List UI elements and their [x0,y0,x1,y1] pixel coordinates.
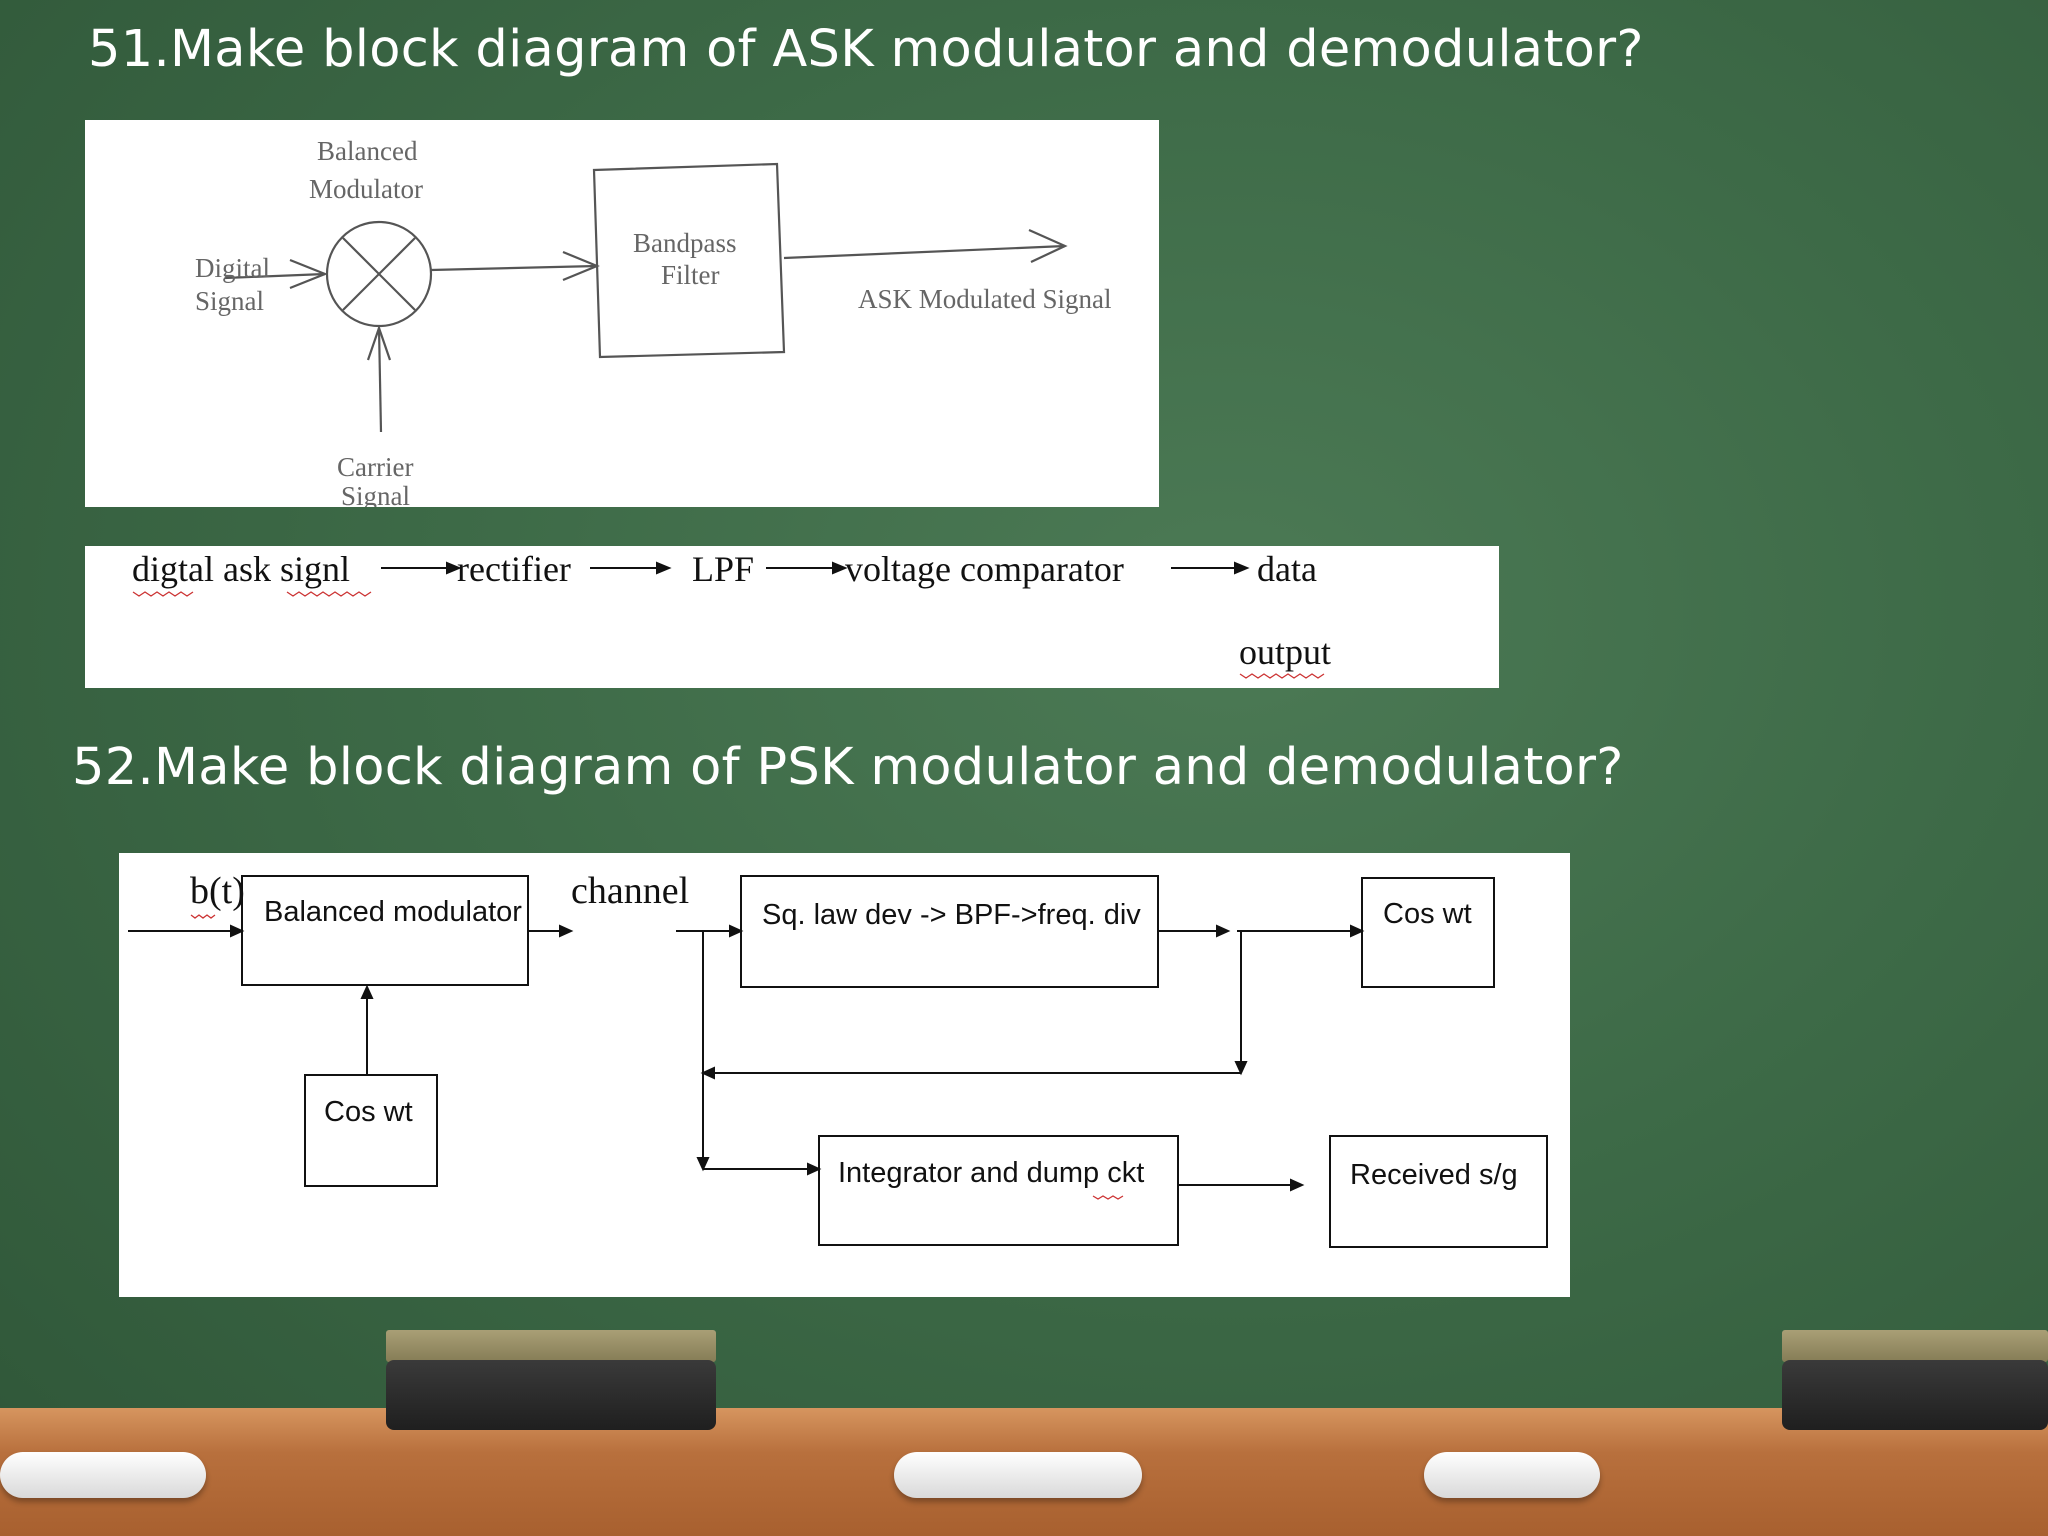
mixer-label-line1: Balanced [317,136,418,166]
demod-input-label: digtal ask signl [132,549,350,589]
integrator-dump-block [818,1135,1179,1246]
carrier-recovery-label: Sq. law dev -> BPF->freq. div [762,899,1141,931]
mixer-to-filter-arrow [430,264,598,272]
chalk-stick-left [0,1452,206,1498]
carrier-arrow [377,327,383,433]
ask-demodulator-diagram: digtal ask signl rectifier LPF voltage c… [85,546,1499,688]
data-output-label-line1: data [1257,549,1317,589]
received-signal-label: Received s/g [1350,1159,1518,1191]
input-bt-label: b(t) [190,870,245,912]
balanced-modulator-block [241,875,529,986]
channel-label: channel [571,870,689,912]
eraser-left [386,1330,716,1430]
filter-label-line2: Filter [661,260,720,290]
modulator-carrier-label: Cos wt [324,1096,413,1128]
output-label: ASK Modulated Signal [858,284,1112,314]
recovered-carrier-block [1361,877,1495,988]
eraser-right [1782,1330,2048,1430]
digital-signal-arrow [224,272,326,280]
integrator-dump-label: Integrator and dump ckt [838,1157,1144,1189]
question-51-heading: 51.Make block diagram of ASK modulator a… [88,20,1644,79]
carrier-label-line1: Carrier [337,452,413,482]
received-signal-block [1329,1135,1548,1248]
chalk-stick-middle [894,1452,1142,1498]
input-label-line1: Digital [195,253,270,283]
input-label-line2: Signal [195,286,264,316]
chalk-stick-right [1424,1452,1600,1498]
balanced-modulator-label: Balanced modulator [264,896,522,928]
recovered-carrier-label: Cos wt [1383,898,1472,930]
psk-diagram: b(t) channel Balanced modulator Cos wt S… [119,853,1570,1297]
ask-modulator-diagram: Digital Signal Balanced Modulator Bandpa… [85,120,1159,511]
filter-label-line1: Bandpass [633,228,737,258]
lpf-label: LPF [692,549,754,589]
voltage-comparator-label: voltage comparator [845,549,1124,589]
modulator-carrier-block [304,1074,438,1187]
data-output-label-line2: output [1239,632,1331,672]
carrier-label-line2: Signal [341,481,410,507]
question-52-heading: 52.Make block diagram of PSK modulator a… [72,738,1624,797]
carrier-recovery-block [740,875,1159,988]
rectifier-label: rectifier [457,549,571,589]
mixer-label-line2: Modulator [309,174,423,204]
bandpass-filter-block [592,162,786,359]
output-arrow [783,244,1066,260]
